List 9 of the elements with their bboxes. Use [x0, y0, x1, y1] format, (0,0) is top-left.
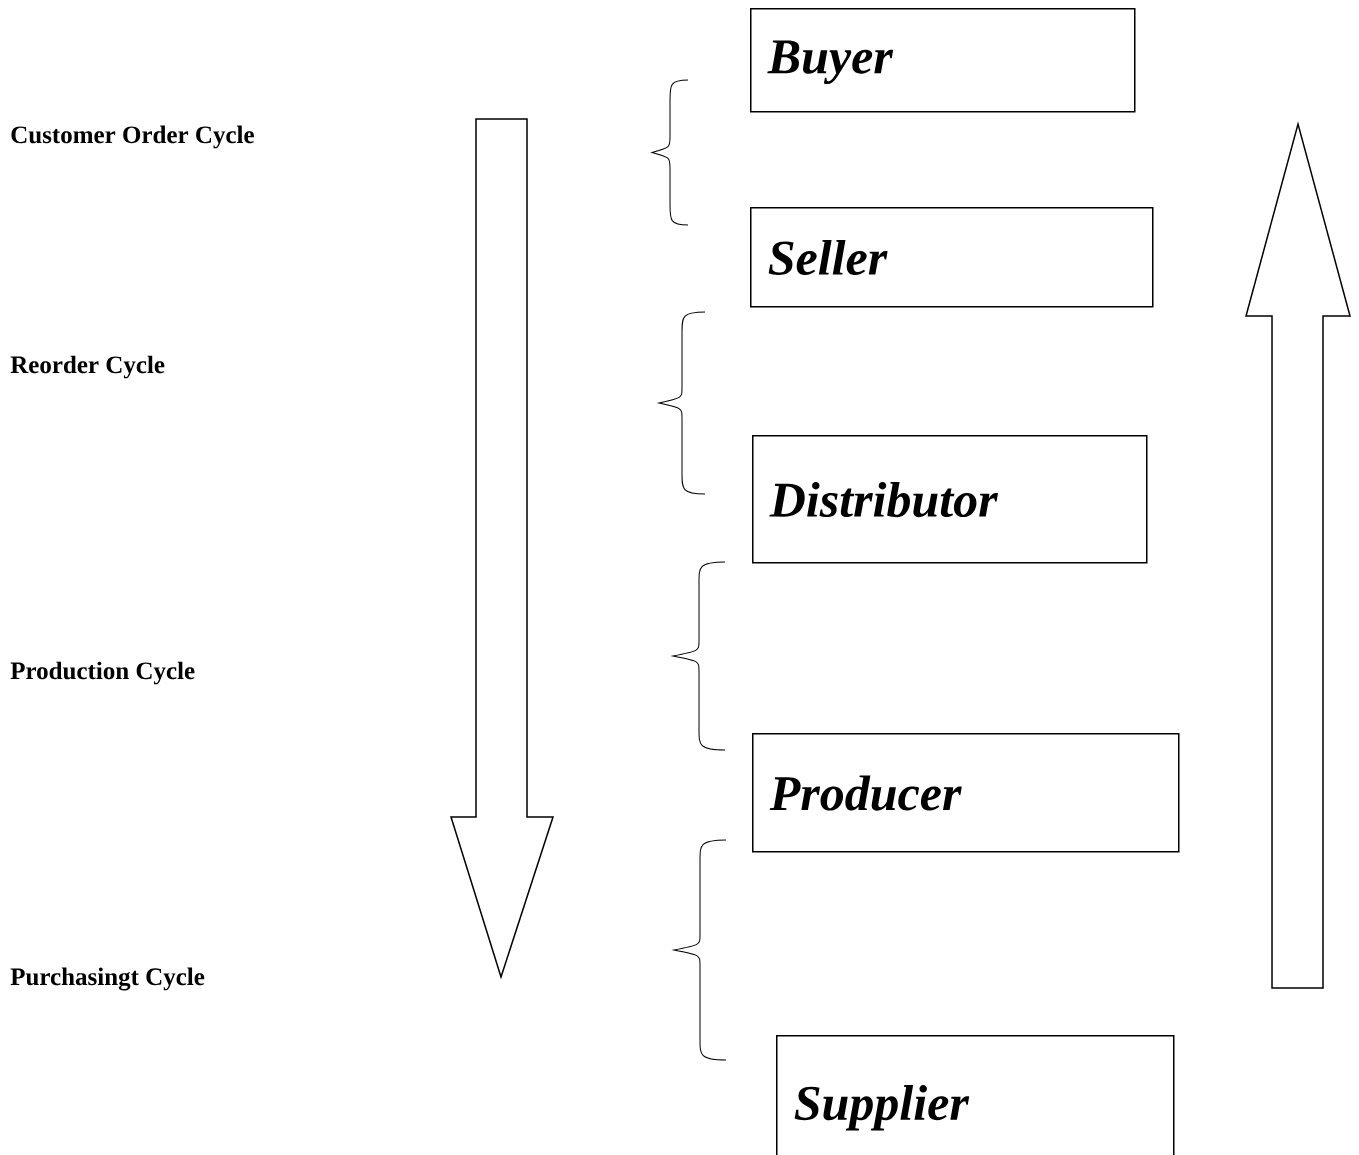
entity-box: Supplier: [776, 1035, 1175, 1155]
cycle-label: Purchasingt Cycle: [10, 967, 205, 991]
entity-box: Buyer: [750, 8, 1136, 113]
cycle-label: Production Cycle: [10, 661, 195, 685]
cycle-label: Reorder Cycle: [10, 355, 165, 379]
cycle-label: Customer Order Cycle: [11, 125, 254, 149]
entity-box: Producer: [752, 733, 1180, 853]
entity-box: Distributor: [752, 435, 1148, 564]
entity-box: Seller: [750, 207, 1154, 308]
